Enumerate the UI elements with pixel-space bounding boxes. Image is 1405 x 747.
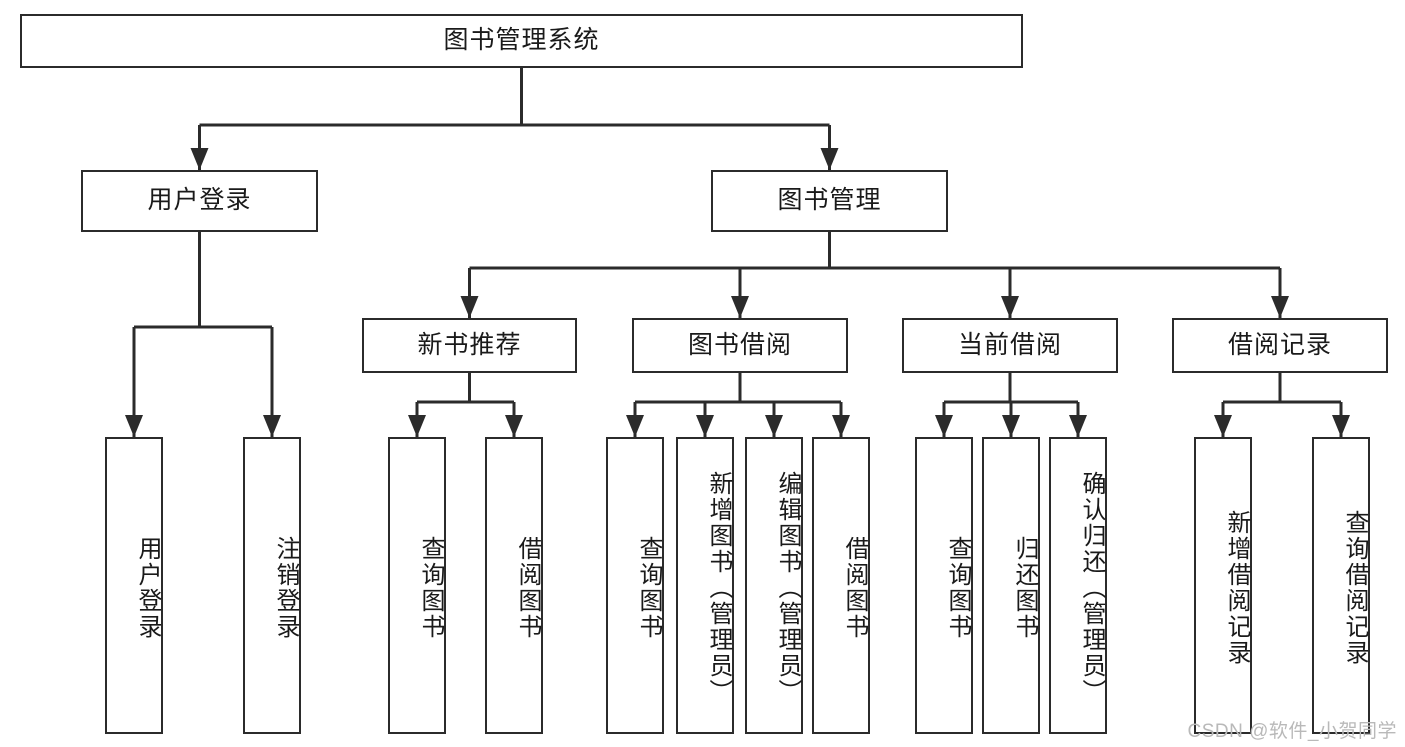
node-user-logout[interactable]: 注销登录	[243, 437, 301, 734]
node-borrow-query-book[interactable]: 查询图书	[606, 437, 664, 734]
node-new-book-recommend[interactable]: 新书推荐	[362, 318, 577, 373]
node-root[interactable]: 图书管理系统	[20, 14, 1023, 68]
arrowhead-icon	[935, 415, 953, 437]
arrowhead-icon	[1271, 296, 1289, 318]
node-label: 图书管理	[777, 186, 882, 215]
node-label: 图书管理系统	[443, 26, 600, 55]
node-label: 确认归还（管理员）	[1078, 470, 1105, 705]
node-current-return-book[interactable]: 归还图书	[982, 437, 1040, 734]
node-current-query-book[interactable]: 查询图书	[915, 437, 973, 734]
node-user-login[interactable]: 用户登录	[81, 170, 318, 232]
node-borrow-record[interactable]: 借阅记录	[1172, 318, 1388, 373]
arrowhead-icon	[1001, 296, 1019, 318]
node-label: 用户登录	[134, 535, 161, 640]
arrowhead-icon	[765, 415, 783, 437]
arrowhead-icon	[696, 415, 714, 437]
node-label: 注销登录	[272, 535, 299, 640]
arrowhead-icon	[505, 415, 523, 437]
arrowhead-icon	[190, 148, 209, 170]
node-user-login-do[interactable]: 用户登录	[105, 437, 163, 734]
node-label: 查询图书	[635, 535, 662, 640]
node-record-add[interactable]: 新增借阅记录	[1194, 437, 1252, 734]
node-book-borrow[interactable]: 图书借阅	[632, 318, 848, 373]
node-borrow-add-book[interactable]: 新增图书（管理员）	[676, 437, 734, 734]
node-label: 借阅图书	[841, 535, 868, 640]
node-current-borrow[interactable]: 当前借阅	[902, 318, 1118, 373]
node-label: 借阅图书	[514, 535, 541, 640]
node-recommend-query-book[interactable]: 查询图书	[388, 437, 446, 734]
arrowhead-icon	[1332, 415, 1350, 437]
node-label: 查询借阅记录	[1341, 509, 1368, 666]
node-label: 新增图书（管理员）	[705, 470, 732, 705]
node-borrow-edit-book[interactable]: 编辑图书（管理员）	[745, 437, 803, 734]
arrowhead-icon	[263, 415, 281, 437]
arrowhead-icon	[125, 415, 143, 437]
node-borrow-borrow-book[interactable]: 借阅图书	[812, 437, 870, 734]
node-label: 用户登录	[147, 186, 252, 215]
node-label: 编辑图书（管理员）	[774, 470, 801, 705]
node-record-query[interactable]: 查询借阅记录	[1312, 437, 1370, 734]
node-label: 归还图书	[1011, 535, 1038, 640]
watermark: CSDN @软件_小贺同学	[1187, 721, 1397, 742]
node-label: 借阅记录	[1227, 330, 1332, 359]
node-book-manage[interactable]: 图书管理	[711, 170, 948, 232]
arrowhead-icon	[1214, 415, 1232, 437]
arrowhead-icon	[1069, 415, 1087, 437]
node-label: 查询图书	[944, 535, 971, 640]
arrowhead-icon	[820, 148, 839, 170]
arrowhead-icon	[731, 296, 749, 318]
node-label: 查询图书	[417, 535, 444, 640]
node-label: 新书推荐	[417, 330, 522, 359]
arrowhead-icon	[460, 296, 479, 318]
arrowhead-icon	[1002, 415, 1020, 437]
node-label: 图书借阅	[687, 330, 792, 359]
node-label: 当前借阅	[957, 330, 1062, 359]
arrowhead-icon	[626, 415, 644, 437]
node-current-confirm-return[interactable]: 确认归还（管理员）	[1049, 437, 1107, 734]
arrowhead-icon	[832, 415, 850, 437]
arrowhead-icon	[408, 415, 426, 437]
node-label: 新增借阅记录	[1223, 509, 1250, 666]
node-recommend-borrow-book[interactable]: 借阅图书	[485, 437, 543, 734]
